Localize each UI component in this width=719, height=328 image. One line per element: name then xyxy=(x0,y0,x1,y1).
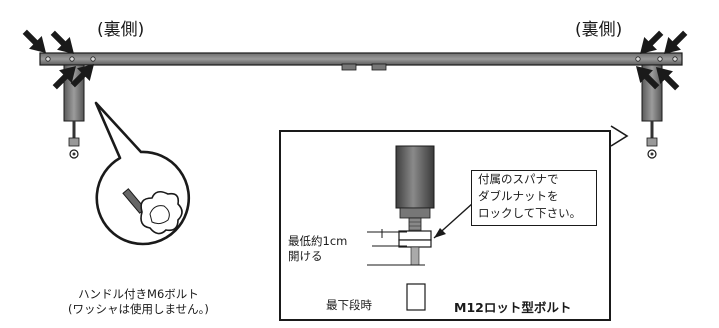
back-side-label-left: (裏側) xyxy=(97,20,145,40)
back-side-label-right: (裏側) xyxy=(575,20,623,40)
lowest-position-label: 最下段時 xyxy=(326,298,372,312)
frame-bar xyxy=(39,52,683,71)
handle-bolt-line2: (ワッシャは使用しません。) xyxy=(68,302,209,316)
spanner-callout: 付属のスパナで ダブルナットを ロックして下さい。 xyxy=(471,170,597,226)
star-knob-icon xyxy=(122,188,183,235)
callout-line: ロックして下さい。 xyxy=(478,206,582,220)
bolt-type-label: M12ロット型ボルト xyxy=(454,300,572,315)
callout-line: 付属のスパナで xyxy=(478,172,559,186)
handle-bolt-line1: ハンドル付きM6ボルト xyxy=(78,287,199,301)
min-gap-line2: 開ける xyxy=(288,249,323,263)
min-gap-label: 最低約1cm 開ける xyxy=(288,234,347,264)
callout-line: ダブルナットを xyxy=(478,189,559,203)
min-gap-line1: 最低約1cm xyxy=(288,234,348,248)
handle-bolt-caption: ハンドル付きM6ボルト (ワッシャは使用しません。) xyxy=(68,287,209,317)
